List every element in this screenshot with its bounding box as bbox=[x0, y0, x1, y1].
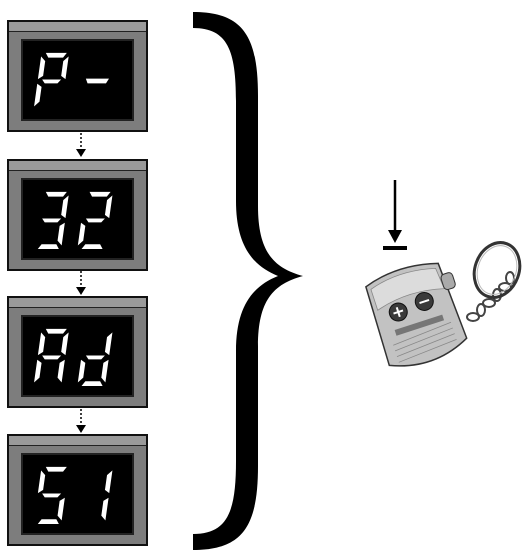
display-panel-4: 51 bbox=[7, 434, 148, 546]
segment-glyphs-4 bbox=[23, 455, 132, 533]
key-fob-remote-icon bbox=[365, 262, 468, 367]
display-panel-2: 32 bbox=[7, 159, 148, 271]
display-screen: Ad bbox=[21, 315, 134, 397]
key-ring-icon bbox=[472, 241, 522, 299]
press-arrow-icon bbox=[383, 180, 407, 250]
display-screen: 32 bbox=[21, 178, 134, 260]
display-bezel bbox=[9, 436, 146, 446]
right-curly-brace-icon bbox=[183, 6, 313, 556]
flow-arrow-icon bbox=[74, 409, 88, 435]
display-screen: 51 bbox=[21, 453, 134, 535]
display-bezel bbox=[9, 298, 146, 308]
remote-control-illustration bbox=[355, 175, 523, 390]
display-panel-3: Ad bbox=[7, 296, 148, 408]
segment-glyphs-1 bbox=[23, 41, 132, 119]
segment-glyphs-2 bbox=[23, 180, 132, 258]
flow-arrow-icon bbox=[74, 271, 88, 297]
flow-arrow-icon bbox=[74, 133, 88, 159]
segment-glyphs-3 bbox=[23, 317, 132, 395]
display-bezel bbox=[9, 22, 146, 32]
display-panel-1: P- bbox=[7, 20, 148, 132]
display-bezel bbox=[9, 161, 146, 171]
display-screen: P- bbox=[21, 39, 134, 121]
